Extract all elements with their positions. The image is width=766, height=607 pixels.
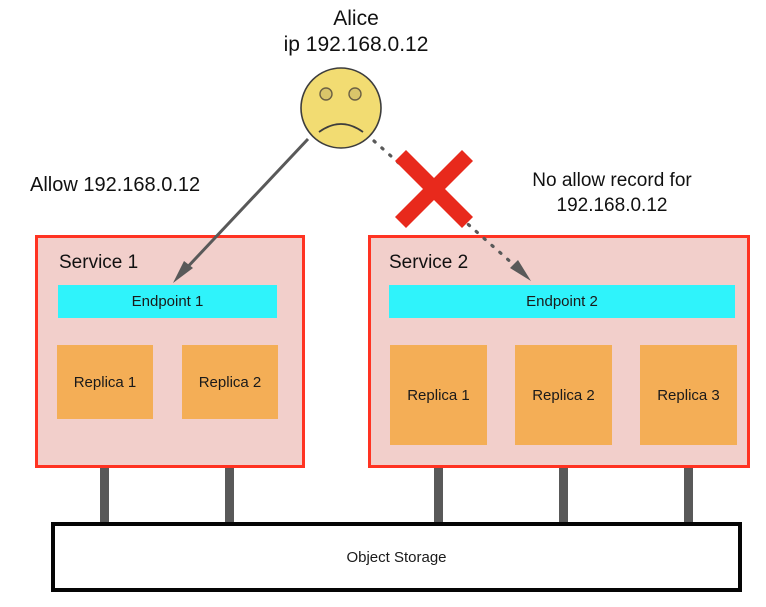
replica-box[interactable]: Replica 1 — [57, 345, 153, 419]
connector-bar — [100, 416, 109, 526]
endpoint-box-2[interactable]: Endpoint 2 — [389, 285, 735, 318]
deny-annotation: No allow record for 192.168.0.12 — [514, 168, 710, 218]
actor-label-block: Alice ip 192.168.0.12 — [273, 6, 439, 58]
allow-annotation: Allow 192.168.0.12 — [30, 174, 201, 196]
deny-annotation-line1: No allow record for — [532, 170, 692, 191]
object-storage-box[interactable]: Object Storage — [51, 522, 742, 592]
connector-bar — [559, 442, 568, 526]
red-x-icon — [395, 150, 473, 228]
actor-name: Alice — [333, 7, 379, 30]
service-title-2: Service 2 — [389, 252, 469, 273]
connector-bar — [225, 416, 234, 526]
connector-bar — [434, 442, 443, 526]
sad-face-icon — [300, 67, 382, 149]
replica-box[interactable]: Replica 2 — [182, 345, 278, 419]
endpoint-box-1[interactable]: Endpoint 1 — [58, 285, 277, 318]
connector-bar — [684, 442, 693, 526]
replica-box[interactable]: Replica 1 — [390, 345, 487, 445]
service-title-1: Service 1 — [59, 252, 139, 273]
actor-ip: ip 192.168.0.12 — [283, 33, 429, 56]
deny-annotation-line2: 192.168.0.12 — [556, 195, 668, 216]
replica-box[interactable]: Replica 2 — [515, 345, 612, 445]
replica-box[interactable]: Replica 3 — [640, 345, 737, 445]
